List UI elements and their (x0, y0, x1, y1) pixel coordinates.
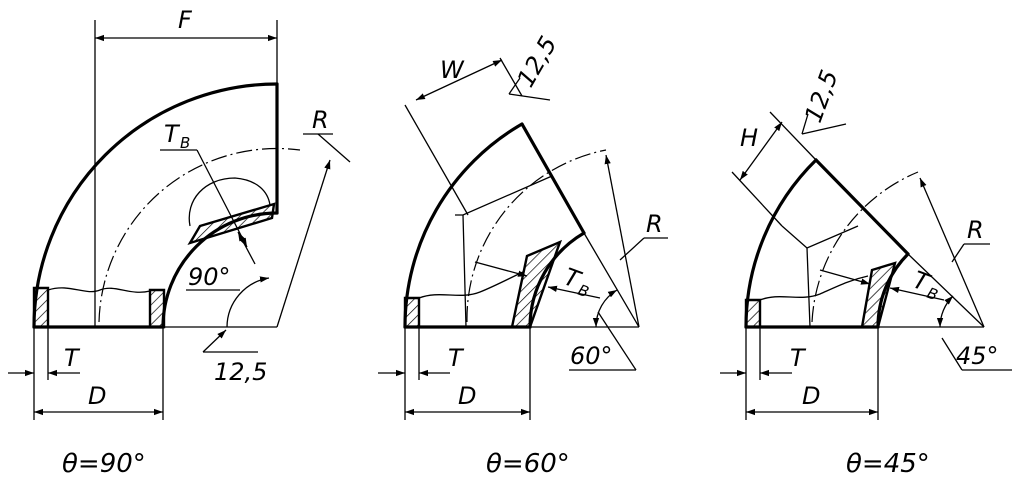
h-dimension-line (739, 121, 783, 181)
elbow-45-radial-line (907, 253, 985, 328)
radius-note-90: 12,5 (214, 358, 267, 386)
caption-90: θ=90° (62, 449, 146, 479)
elbow-45-end-face (814, 158, 910, 256)
elbow-90-wall-section-top (187, 202, 276, 246)
elbow-60-wall-section-right (510, 239, 563, 329)
radius-note-leader-90 (202, 329, 227, 353)
t-label-60: T (448, 344, 465, 372)
r-label-45: R (967, 216, 984, 244)
elbow-60-figure: W 12,5 R T B 60° T D θ=60° (378, 32, 668, 479)
elbow-60-end-face (520, 122, 586, 235)
r-label-60: R (646, 210, 663, 238)
tb-sub-45: B (925, 284, 941, 304)
elbow-60-outer-wall (403, 122, 524, 329)
elbow-90-outer-wall (32, 82, 279, 329)
t-label-90: T (64, 344, 81, 372)
elbow-60-wall-section-left (403, 296, 421, 329)
radius-note-tick-60 (508, 77, 521, 95)
r-dimension-60 (604, 154, 640, 328)
t-label-45: T (790, 344, 807, 372)
elbow-45-break-line (759, 275, 869, 301)
angle-arc-90 (226, 276, 270, 328)
elbow-60-break-line (418, 271, 524, 299)
r-leader-60 (619, 237, 645, 261)
tb-leader-90-arrow (196, 149, 248, 248)
tb-leader-60 (474, 261, 528, 277)
caption-60: θ=60° (486, 449, 570, 479)
elbow-60-section-vertical (462, 214, 467, 328)
tb-label-90: T (164, 120, 181, 148)
w-dimension-line (415, 59, 503, 101)
elbow-45-section-line (781, 225, 859, 249)
angle-label-60: 60° (570, 342, 613, 370)
elbow-60-section-line (455, 175, 553, 216)
elbow-90-wall-section-right (148, 288, 166, 329)
elbow-90-centerline (98, 147, 301, 323)
d-label-45: D (802, 382, 820, 410)
radius-note-60: 12,5 (512, 32, 563, 92)
elbow-90-figure: F T B R 90° 12,5 T D θ=90° (8, 6, 351, 479)
radius-note-tick-45 (801, 113, 809, 135)
d-label-90: D (88, 382, 106, 410)
elbow-45-centerline (811, 171, 919, 323)
h-label: H (740, 124, 758, 152)
radius-note-leader-60 (508, 93, 551, 101)
r-leader-45 (951, 243, 965, 263)
w-extension-left (404, 104, 469, 216)
elbow-45-wall-section-right (860, 261, 897, 329)
r-label-90: R (312, 106, 329, 134)
tb-sub-60: B (576, 281, 592, 301)
d-label-60: D (458, 382, 476, 410)
elbow-45-figure: H 12,5 R T B 45° T D θ=45° (720, 66, 1012, 479)
angle-label-45: 45° (956, 342, 999, 370)
caption-45: θ=45° (846, 449, 930, 479)
elbow-90-break-line (47, 287, 151, 293)
radius-note-45: 12,5 (799, 66, 844, 126)
h-extension-left (731, 171, 783, 227)
tb-sub-90: B (180, 134, 190, 152)
r-leader-90-tick (317, 133, 351, 163)
h-extension-right (769, 111, 817, 161)
tb-leader-45 (819, 269, 871, 285)
r-dimension-90 (276, 159, 331, 328)
elbow-45-section-vertical (806, 247, 811, 328)
w-extension-right (499, 57, 523, 97)
angle-arc-45 (936, 295, 954, 328)
elbow-60-centerline (466, 149, 607, 323)
w-label: W (440, 56, 465, 84)
tb-leader-45-b (889, 286, 945, 301)
elbow-90-break-bulge (188, 177, 271, 227)
radius-note-leader-45 (801, 123, 847, 135)
angle-leader-45 (941, 337, 963, 371)
elbow-45-wall-section-left (744, 298, 762, 329)
tb-leader-90-arrow2 (237, 231, 256, 265)
r-dimension-45 (919, 177, 985, 328)
angle-label-90: 90° (188, 263, 231, 291)
angle-leader-60 (597, 311, 637, 371)
elbow-60-radial-line (583, 232, 640, 328)
elbow-90-wall-section-left (32, 286, 50, 329)
angle-arc-60 (592, 289, 618, 328)
f-label: F (178, 6, 193, 34)
tb-leader-60-b (547, 285, 601, 299)
